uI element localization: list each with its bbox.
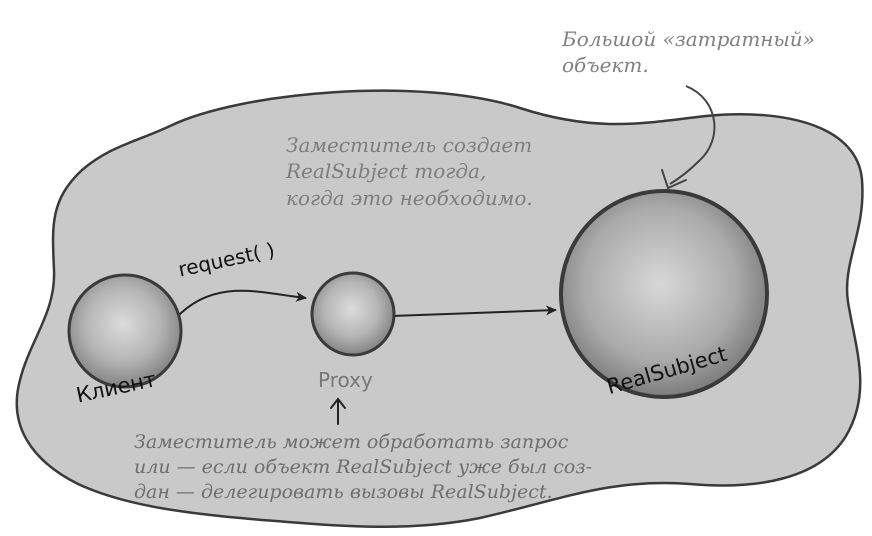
note-line: RealSubject тогда,	[286, 159, 487, 184]
note-line: когда это необходимо.	[286, 185, 533, 210]
note-pointer-arrowhead	[661, 169, 687, 190]
edge-proxy-to-realsubject	[391, 305, 557, 317]
note-line: Заместитель создает	[286, 133, 533, 157]
note-proxy-handles: Заместитель может обработать запрос или …	[134, 430, 592, 505]
node-client	[67, 273, 183, 389]
note-line: Большой «затратный»	[562, 27, 815, 51]
note-expensive-object: Большой «затратный» объект.	[562, 26, 815, 79]
proxy-up-arrow	[330, 397, 346, 425]
note-line: Заместитель может обработать запрос	[134, 431, 569, 453]
note-line: объект.	[562, 53, 649, 78]
note-line: или — если объект RealSubject уже был со…	[134, 456, 593, 479]
note-line: дан — делегировать вызовы RealSubject.	[134, 481, 553, 504]
label-proxy: Proxy	[318, 368, 373, 392]
node-realsubject	[559, 189, 769, 399]
edge-client-to-proxy	[175, 289, 307, 319]
note-proxy-creates: Заместитель создает RealSubject тогда, к…	[286, 132, 533, 211]
node-proxy	[310, 271, 396, 357]
note-pointer-arrow	[669, 85, 716, 185]
